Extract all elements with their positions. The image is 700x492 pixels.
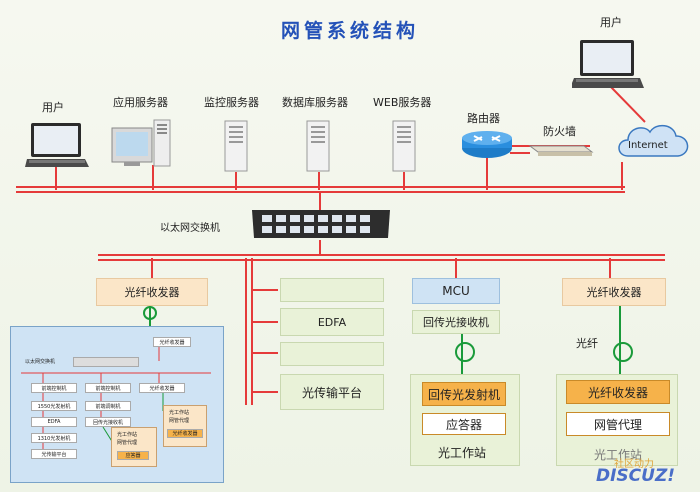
internet-label: Internet (628, 140, 668, 151)
inset-switch (73, 357, 139, 367)
monitor-icon (111, 119, 171, 167)
inset-diagram: 光纤收发器 以太网交换机 前端控制机 前端控制机 光纤收发器 1550光发射机 … (10, 326, 224, 483)
watermark-site: 社区动力 (614, 459, 654, 470)
mcu-box: MCU (412, 278, 500, 304)
inset-mod: 前端调制机 (85, 401, 131, 411)
inset-transponder: 应答器 (117, 451, 149, 460)
inset-switch-label: 以太网交换机 (25, 359, 56, 365)
return-transmitter-box: 回传光发射机 (422, 382, 506, 406)
web-server-label: WEB服务器 (373, 96, 432, 109)
inset-fwd-tx2: 前端控制机 (85, 383, 131, 393)
app-server-label: 应用服务器 (113, 96, 168, 109)
laptop-icon (572, 40, 644, 88)
inset-fwd-tx: 前端控制机 (31, 383, 77, 393)
inset-station-b-panel (163, 405, 207, 447)
db-server-label: 数据库服务器 (282, 96, 348, 109)
optical-transceiver-right: 光纤收发器 (562, 278, 666, 306)
inset-agent-b: 网管代理 (169, 418, 190, 424)
server-icon (392, 120, 416, 172)
inset-edfa: EDFA (31, 417, 77, 427)
inset-station-a: 光工作站 (117, 432, 138, 438)
server-icon (224, 120, 248, 172)
router-label: 路由器 (467, 112, 500, 125)
firewall-label: 防火墙 (543, 125, 576, 138)
firewall-icon (528, 145, 594, 156)
optical-transceiver-left: 光纤收发器 (96, 278, 208, 306)
watermark-brand: DISCUZ! (596, 466, 676, 486)
empty-box-top (280, 278, 384, 302)
fiber-label: 光纤 (576, 337, 598, 350)
laptop-icon (25, 123, 89, 167)
empty-box-mid (280, 342, 384, 366)
switch-icon (252, 210, 390, 238)
inset-transceiver-top: 光纤收发器 (153, 337, 191, 347)
edfa-box: EDFA (280, 308, 384, 336)
inset-station-b: 光工作站 (169, 410, 190, 416)
inset-platform: 光传输平台 (31, 449, 77, 459)
user-left-label: 用户 (42, 101, 64, 114)
transponder-box: 应答器 (422, 413, 506, 435)
optical-platform-box: 光传输平台 (280, 374, 384, 410)
inset-col3-a: 光纤收发器 (139, 383, 185, 393)
inset-station-a-panel (111, 427, 157, 467)
optical-station-label: 光工作站 (438, 446, 487, 460)
inset-tx1310: 1310光发射机 (31, 433, 77, 443)
user-right-label: 用户 (600, 16, 622, 29)
optical-station-right-label: 光工作站 (594, 448, 643, 462)
inset-tx1550: 1550光发射机 (31, 401, 77, 411)
inset-return-rx: 回传光接收机 (85, 417, 131, 427)
inset-agent-a: 网管代理 (117, 440, 138, 446)
inset-transceiver-b: 光纤收发器 (167, 429, 203, 438)
ethernet-switch-label: 以太网交换机 (160, 223, 220, 234)
cloud-icon (618, 124, 689, 157)
return-receiver-box: 回传光接收机 (412, 310, 500, 334)
nms-agent-box: 网管代理 (566, 412, 670, 436)
server-icon (306, 120, 330, 172)
optical-transceiver-station-box: 光纤收发器 (566, 380, 670, 404)
diagram-title: 网管系统结构 (280, 20, 419, 42)
monitor-server-label: 监控服务器 (204, 96, 259, 109)
router-icon (462, 131, 512, 158)
